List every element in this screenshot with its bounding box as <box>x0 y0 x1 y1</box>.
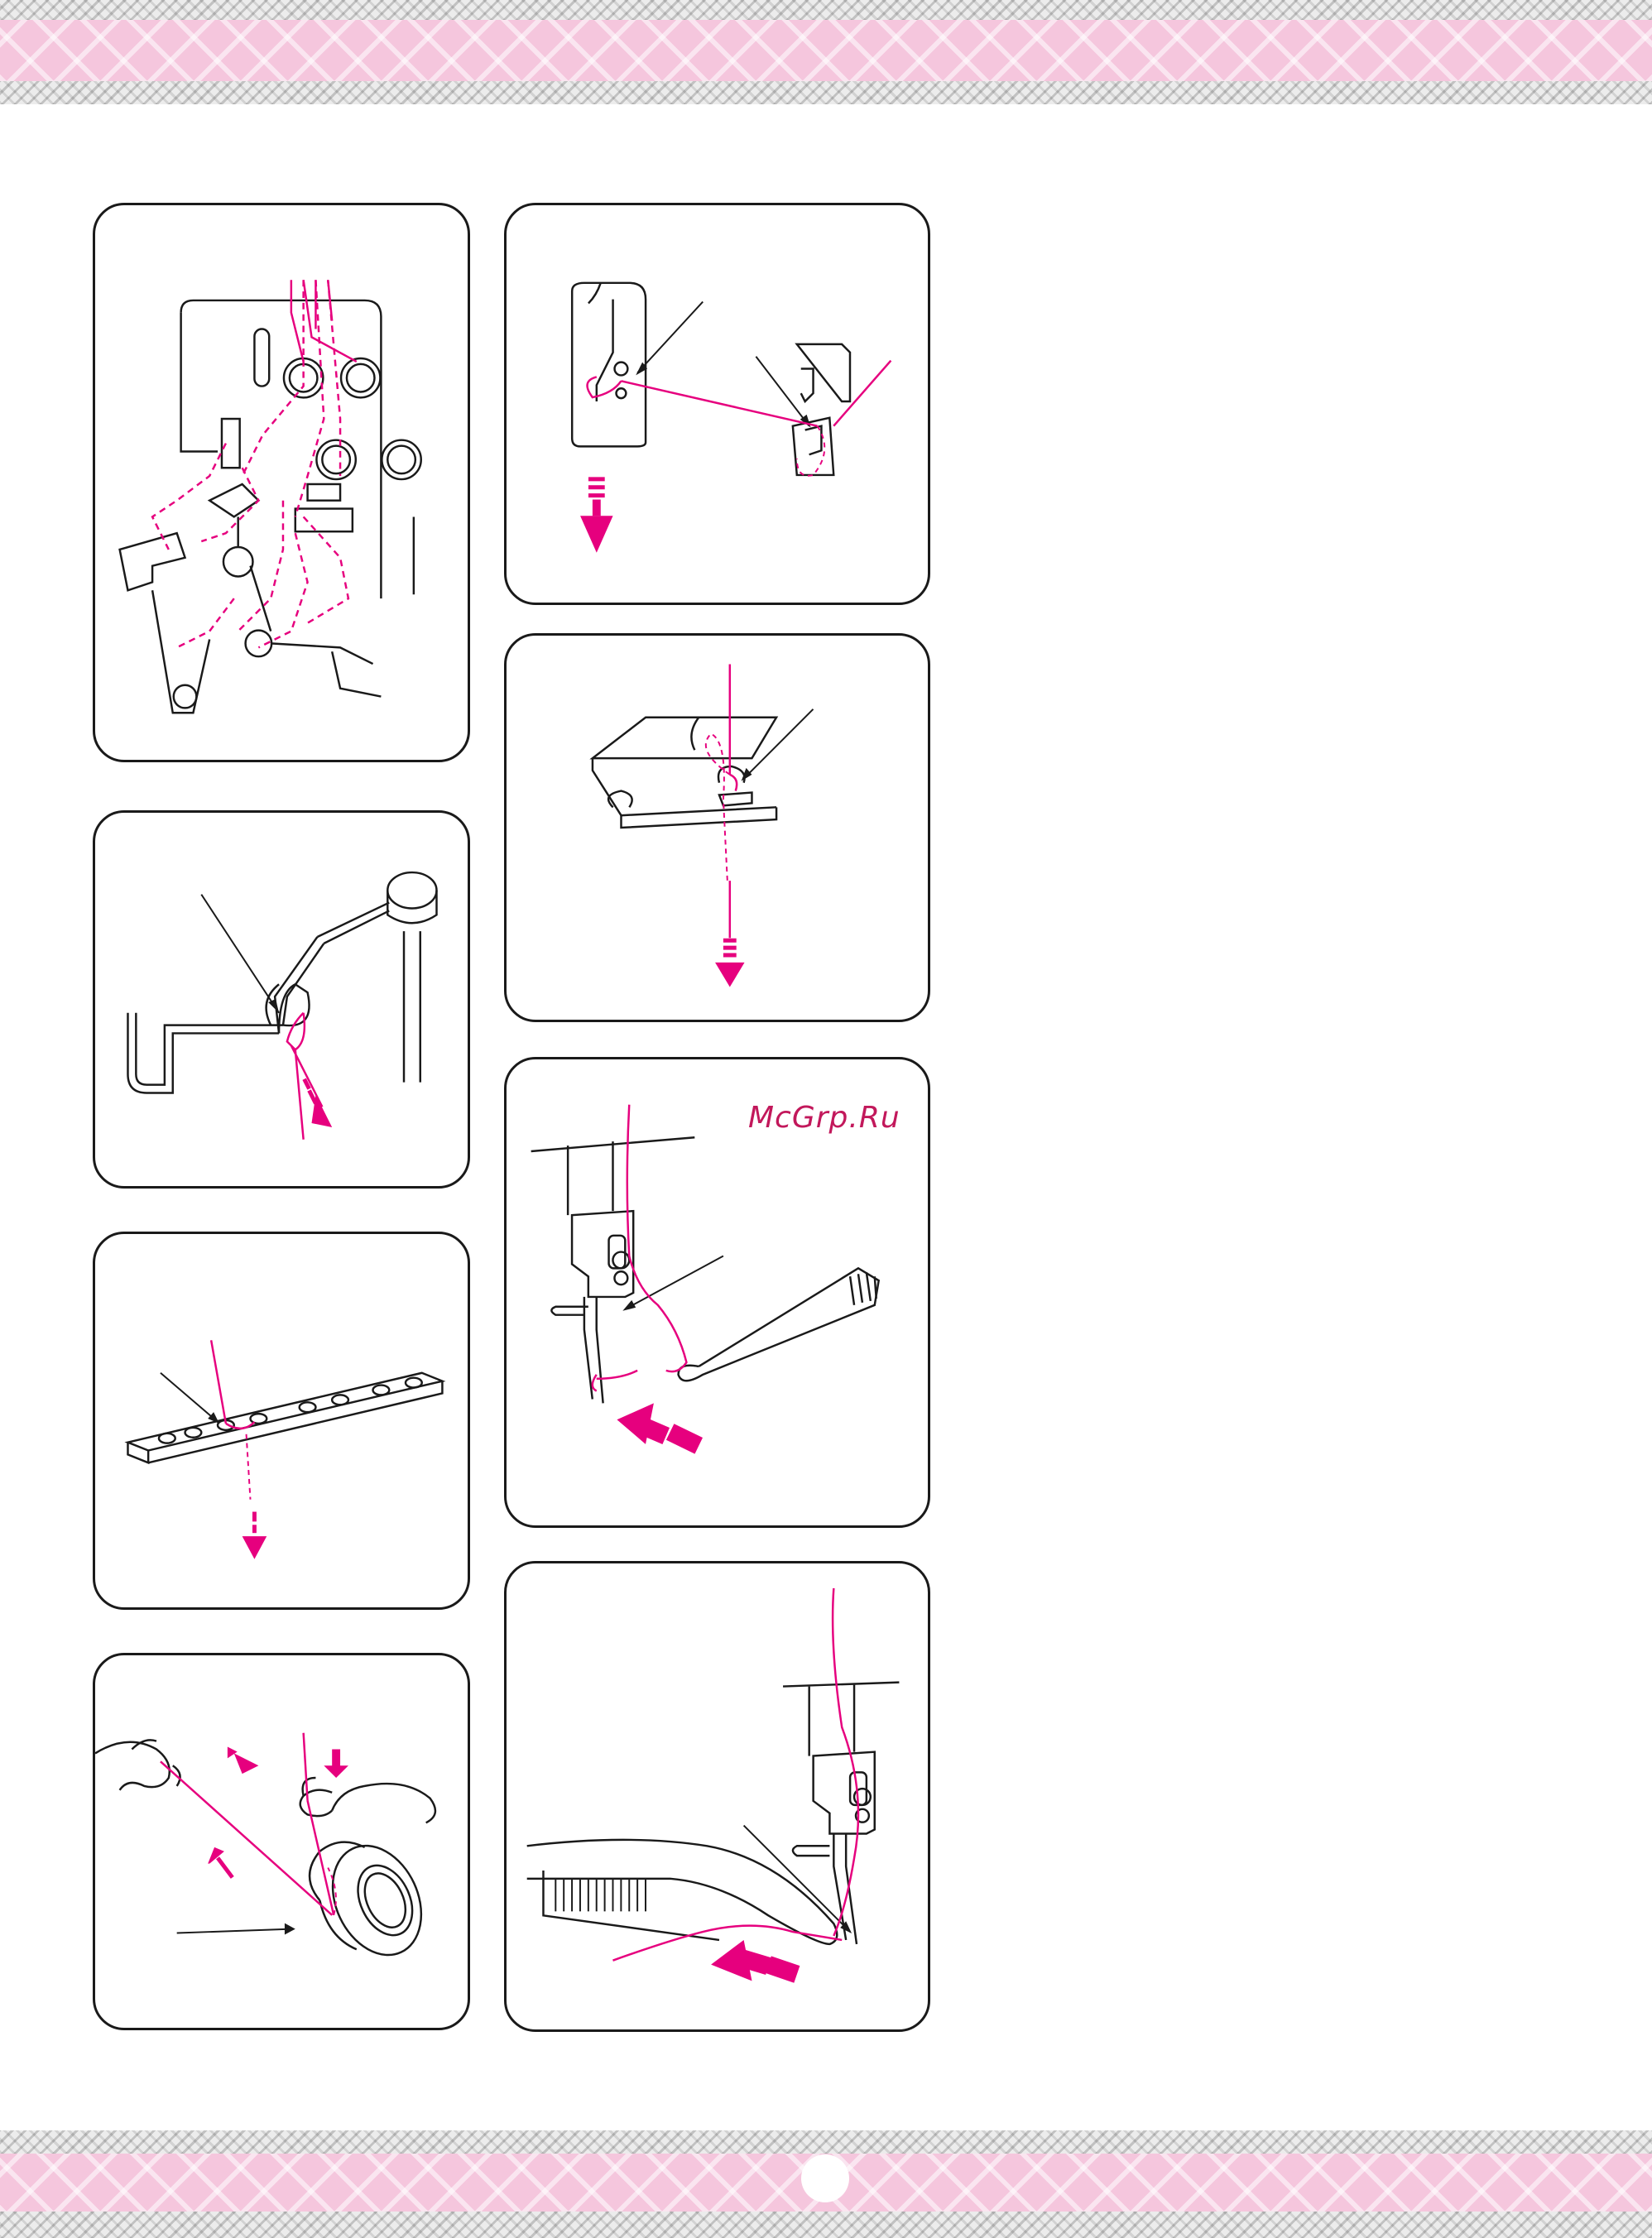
panel-bar-guide <box>504 633 930 1022</box>
hands-pulling-thread-illustration <box>95 1655 468 2028</box>
footer-band-bottom <box>0 2212 1652 2238</box>
watermark: McGrp.Ru <box>748 1101 900 1135</box>
machine-thread-path-illustration <box>95 205 468 760</box>
panel-thread-pulling <box>93 1653 470 2030</box>
thread-guide-illustration <box>95 813 468 1186</box>
panel-guide-plate <box>93 1232 470 1610</box>
page-number-circle <box>801 2154 849 2202</box>
bar-guide-illustration <box>507 636 928 1020</box>
header-band-bottom <box>0 81 1652 104</box>
header-band-pink <box>0 20 1652 81</box>
needle-threading-right-illustration <box>507 1563 928 2029</box>
panel-needle-eye-right <box>504 1561 930 2032</box>
panel-threading-overview <box>93 203 470 762</box>
upper-thread-guides-illustration <box>507 205 928 603</box>
footer-band-top <box>0 2130 1652 2154</box>
guide-plate-illustration <box>95 1234 468 1607</box>
panel-thread-guide-hook <box>93 810 470 1189</box>
panel-upper-guides <box>504 203 930 605</box>
header-band-top <box>0 0 1652 20</box>
